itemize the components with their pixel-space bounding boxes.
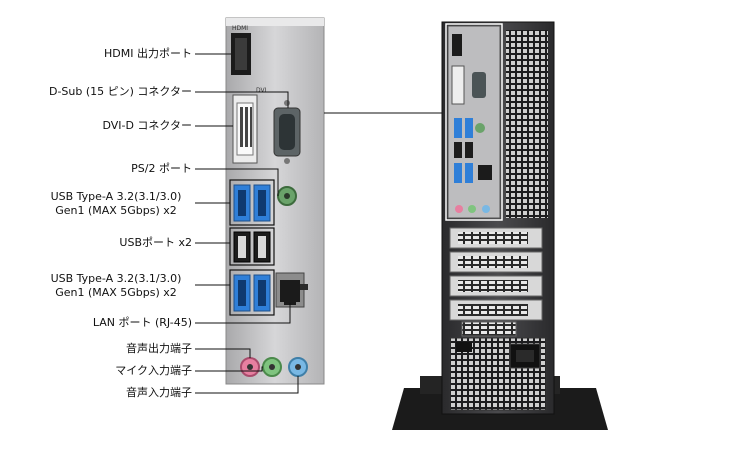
callout-lines	[195, 53, 446, 394]
expansion-slots	[449, 227, 543, 337]
label-dsub: D-Sub (15 ピン) コネクター	[48, 85, 192, 98]
dvi-port: DVI	[232, 87, 267, 164]
label-audio-in: 音声入力端子	[126, 386, 192, 399]
label-audio-out: 音声出力端子	[126, 342, 192, 355]
pc-tower	[392, 21, 608, 430]
lan-port	[275, 272, 308, 308]
label-usb32-bottom: USB Type-A 3.2(3.1/3.0) Gen1 (MAX 5Gbps)…	[40, 272, 192, 300]
hdmi-marking: HDMI	[232, 25, 248, 32]
label-usb32-top: USB Type-A 3.2(3.1/3.0) Gen1 (MAX 5Gbps)…	[40, 190, 192, 218]
usb32-top-ports	[233, 184, 271, 222]
label-usb32-top-line2: Gen1 (MAX 5Gbps) x2	[55, 204, 177, 217]
hdmi-port: HDMI	[231, 25, 251, 75]
label-ps2: PS/2 ポート	[131, 162, 192, 175]
label-hdmi: HDMI 出力ポート	[104, 47, 192, 60]
label-mic-in: マイク入力端子	[115, 364, 192, 377]
label-lan: LAN ポート (RJ-45)	[92, 316, 192, 329]
vga-port	[273, 100, 301, 164]
usb2-ports	[233, 231, 271, 263]
power-supply	[449, 337, 547, 411]
label-usb32-top-line1: USB Type-A 3.2(3.1/3.0)	[50, 190, 182, 203]
io-panel: HDMI DVI	[225, 17, 325, 385]
ps2-port	[277, 186, 297, 206]
label-usb32-bottom-line2: Gen1 (MAX 5Gbps) x2	[55, 286, 177, 299]
dvi-marking: DVI	[256, 87, 267, 94]
label-dvid: DVI-D コネクター	[102, 119, 192, 132]
audio-jacks	[240, 357, 308, 377]
label-usb32-bottom-line1: USB Type-A 3.2(3.1/3.0)	[50, 272, 182, 285]
label-usb2: USBポート x2	[119, 236, 192, 249]
usb32-bottom-ports	[233, 274, 271, 312]
